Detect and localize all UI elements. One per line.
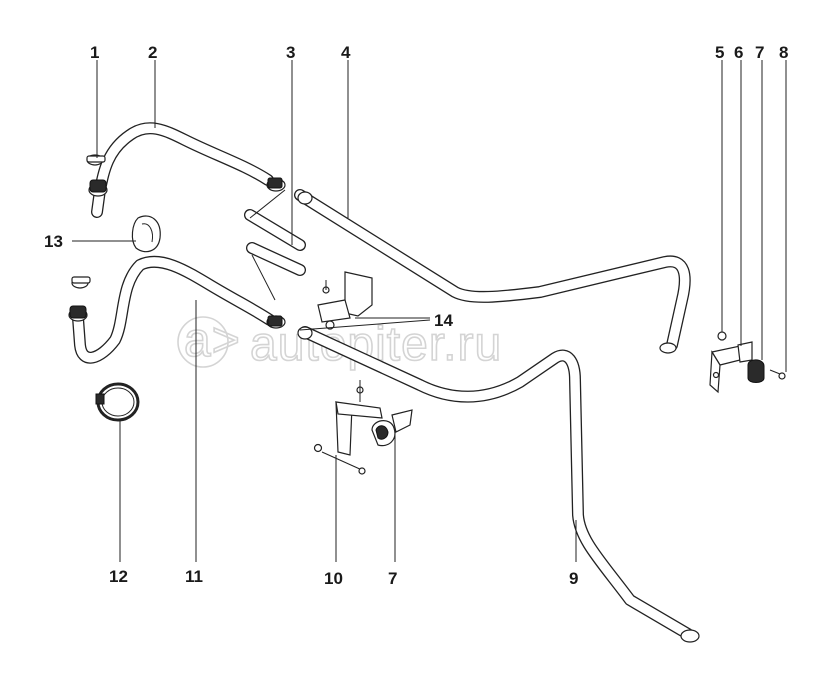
pipe-9 [299, 326, 694, 640]
ring-clamp-12 [95, 382, 140, 422]
pipe-4 [294, 189, 691, 351]
callout-labels: 1 2 3 4 5 6 7 8 9 10 11 12 13 14 7 [44, 43, 788, 588]
callout-6: 6 [734, 43, 743, 62]
callout-3: 3 [286, 43, 295, 62]
callout-7-top: 7 [755, 43, 764, 62]
callout-4: 4 [341, 43, 351, 62]
watermark-logo: a> [184, 314, 241, 367]
callout-10: 10 [324, 569, 343, 588]
callout-2: 2 [148, 43, 157, 62]
bracket-14 [317, 271, 373, 330]
grommet-13 [131, 215, 161, 253]
hose-clamps [68, 154, 700, 643]
leader-lines [72, 60, 787, 562]
bracket-group-right [709, 331, 786, 394]
callout-11: 11 [185, 567, 203, 586]
hose-2 [91, 122, 274, 218]
pipe-clip-7 [371, 409, 413, 447]
callout-9: 9 [569, 569, 578, 588]
hose-11 [72, 255, 276, 364]
callout-7-bottom: 7 [388, 569, 397, 588]
callout-8: 8 [779, 43, 788, 62]
callout-13: 13 [44, 232, 63, 251]
callout-5: 5 [715, 43, 724, 62]
callout-1: 1 [90, 43, 99, 62]
callout-14: 14 [434, 311, 453, 330]
bracket-10 [313, 380, 383, 475]
callout-12: 12 [109, 567, 128, 586]
